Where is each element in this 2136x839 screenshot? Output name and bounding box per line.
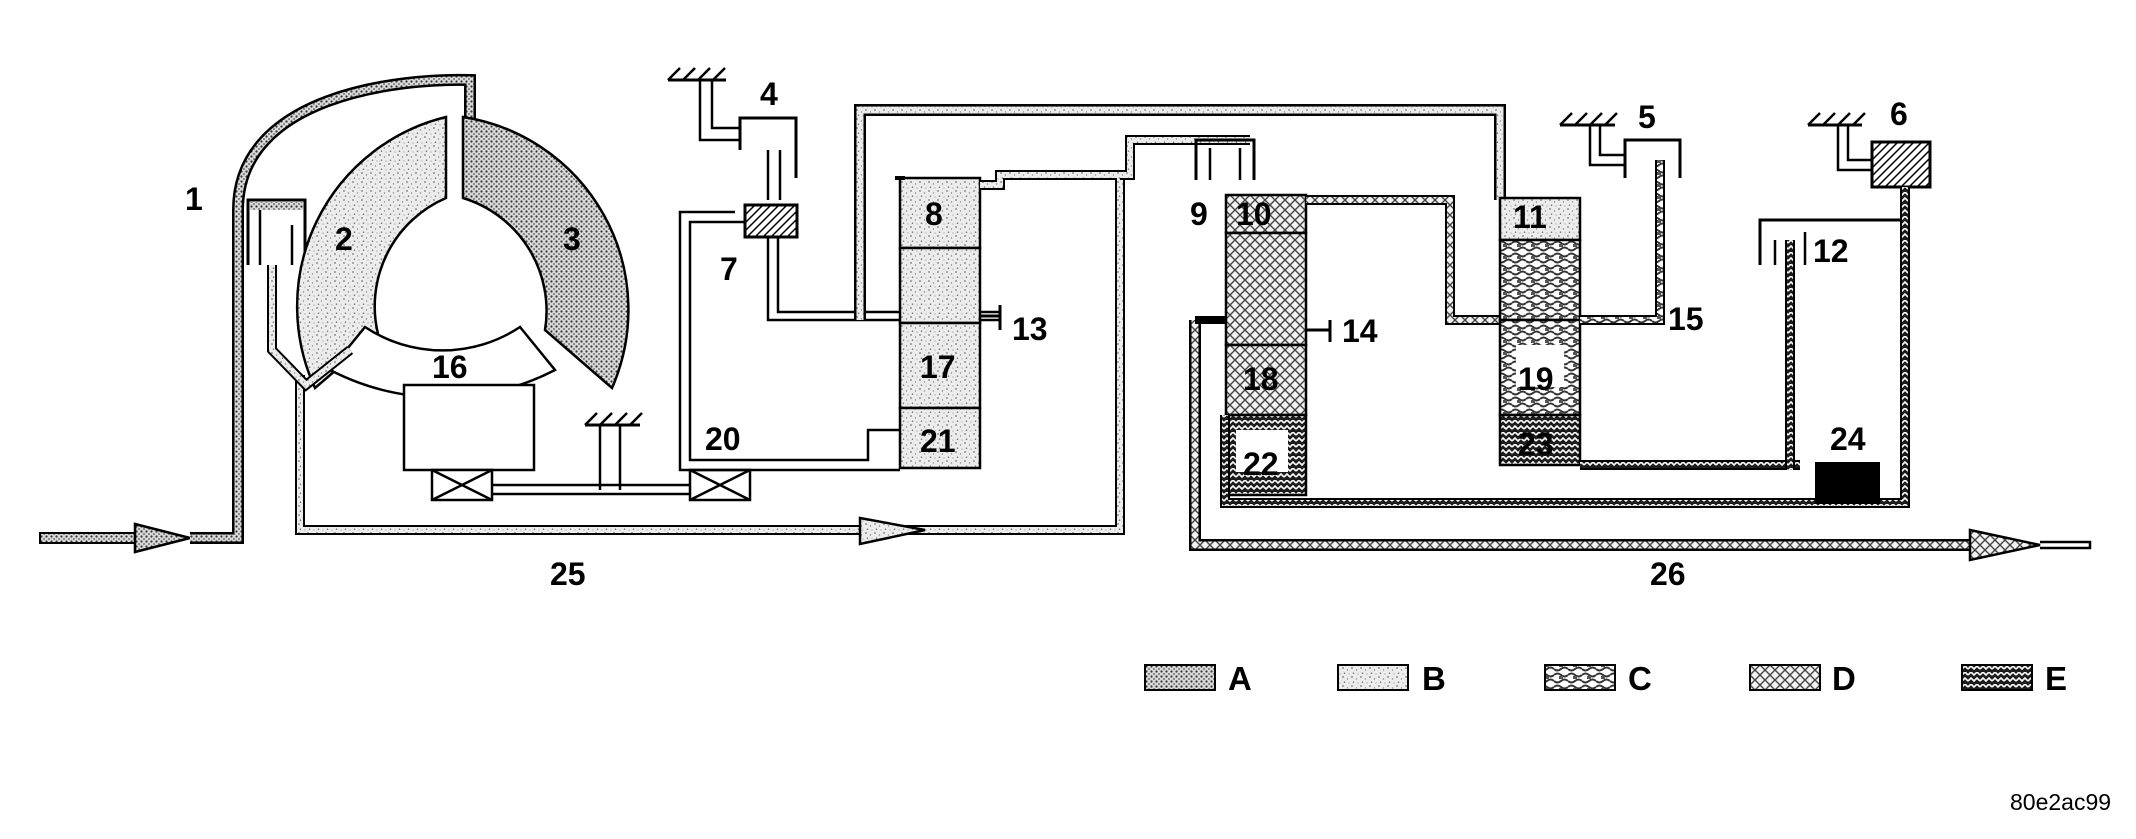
callout-21: 21 [920,423,956,459]
callout-26: 26 [1650,556,1686,592]
pump-sector-16 [328,325,557,399]
legend-item-c: C [1544,660,1652,697]
center-return-b [870,135,1250,535]
spool-column-11-19-23 [1498,196,1582,467]
callout-23: 23 [1518,426,1554,462]
pump-sector-3 [461,115,630,391]
ground-mount-6 [1807,112,1872,172]
legend-label-b: B [1422,660,1446,697]
valve-cup-4 [738,116,798,178]
callout-1: 1 [185,181,203,217]
callout-2: 2 [335,221,353,257]
spool-column-10-18-22 [1224,193,1308,497]
callout-11: 11 [1513,199,1547,235]
callout-9: 9 [1190,196,1208,232]
callout-12: 12 [1813,233,1849,269]
callout-16: 16 [432,349,468,385]
motor-block [402,383,536,472]
legend-item-e: E [1961,660,2067,697]
port-14 [1306,320,1332,342]
solid-block-24 [1815,462,1880,504]
ground-mount-4 [667,67,742,142]
callout-17: 17 [920,349,956,385]
valve-head-7 [743,203,799,239]
legend-item-d: D [1749,660,1856,697]
callout-25: 25 [550,556,586,592]
pump-sector-2 [295,115,448,391]
port-13 [980,305,1002,330]
bearing-left [430,468,494,502]
callout-13: 13 [1012,311,1048,347]
reference-code: 80e2ac99 [2010,789,2111,815]
callout-19: 19 [1518,361,1554,397]
callout-14: 14 [1342,313,1378,349]
flow-arrow-26 [1968,528,2041,562]
callout-22: 22 [1243,446,1279,482]
callout-20: 20 [705,421,741,457]
valve-head-6 [1870,140,1932,189]
callout-24: 24 [1830,421,1866,457]
callout-4: 4 [760,76,778,112]
pilot-line-d [1306,195,1500,325]
ground-mount-5 [1559,112,1625,167]
legend-label-d: D [1832,660,1856,697]
pilot-line-c [1580,160,1665,325]
callout-10: 10 [1236,196,1272,232]
bearing-right [688,468,752,502]
callout-8: 8 [925,196,943,232]
legend-label-c: C [1628,660,1652,697]
valve-cup-5 [1623,138,1682,178]
flow-arrow-25 [858,516,926,546]
callout-6: 6 [1890,96,1908,132]
outlet-line-d [1189,316,1980,551]
legend-label-a: A [1228,660,1252,697]
top-pipe-b [854,104,1506,320]
ground-mount-shaft [584,412,643,490]
relief-cup-left [246,198,307,265]
legend-item-b: B [1337,660,1446,697]
return-line-e [1220,187,1910,508]
callout-3: 3 [563,221,581,257]
callout-7: 7 [720,251,738,287]
legend: A B C D E [1144,660,2067,697]
spool-block-center [898,176,982,470]
inlet-line [39,73,476,554]
valve-cup-9 [1194,138,1256,180]
callout-15: 15 [1668,301,1704,337]
callout-18: 18 [1243,361,1279,397]
callout-5: 5 [1638,99,1656,135]
legend-item-a: A [1144,660,1252,697]
legend-label-e: E [2045,660,2067,697]
pump-housing [295,115,752,502]
pump-suction-line [267,265,870,535]
